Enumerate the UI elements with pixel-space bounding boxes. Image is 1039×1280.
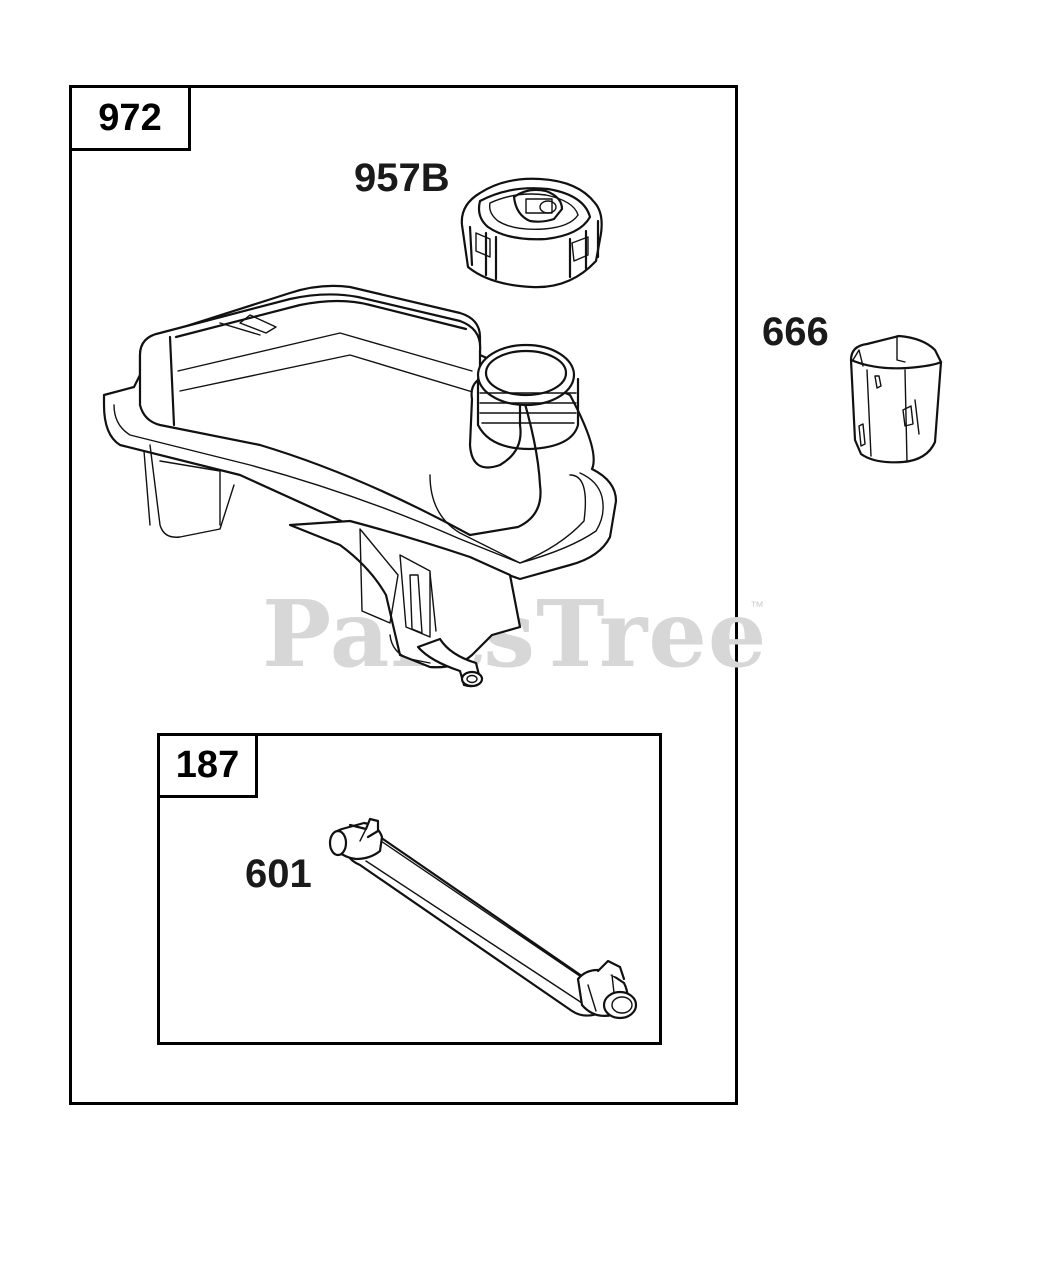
callout-601[interactable]: 601 bbox=[245, 852, 312, 896]
fuel-cap-drawing[interactable] bbox=[450, 165, 610, 295]
fuel-line-drawing[interactable] bbox=[320, 815, 640, 1030]
trademark-symbol: ™ bbox=[750, 598, 764, 614]
kit-972-label: 972 bbox=[72, 88, 191, 151]
part-666-drawing[interactable] bbox=[845, 330, 945, 470]
callout-666[interactable]: 666 bbox=[762, 310, 829, 354]
kit-187-box bbox=[157, 733, 662, 1045]
fuel-tank-drawing[interactable] bbox=[100, 275, 622, 690]
callout-957b[interactable]: 957B bbox=[354, 156, 450, 200]
kit-187-label: 187 bbox=[160, 736, 258, 798]
kit-972-box bbox=[69, 85, 738, 1105]
